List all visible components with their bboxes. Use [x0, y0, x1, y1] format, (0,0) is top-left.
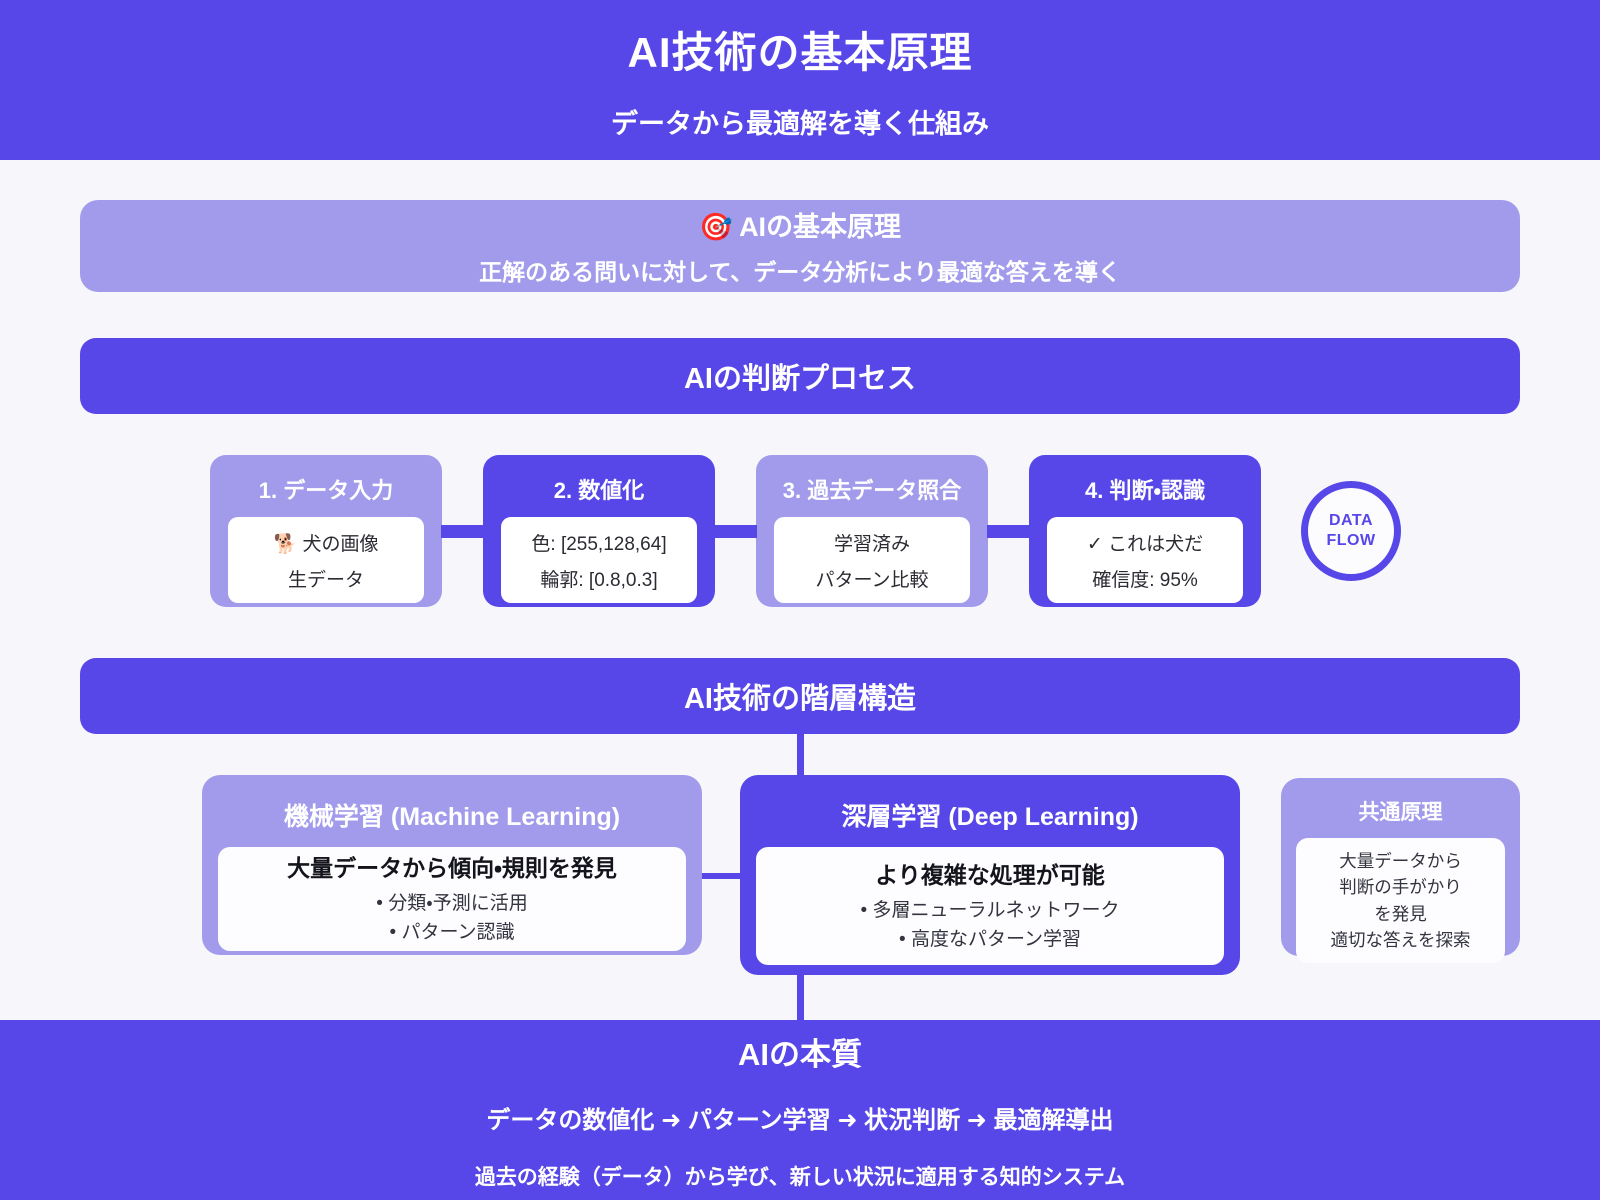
process-step-line: 生データ	[287, 569, 364, 591]
common-principle-box: 共通原理 大量データから 判断の手がかり を発見 適切な答えを探索	[1281, 778, 1520, 963]
principle-banner-title-text: AIの基本原理	[739, 212, 902, 242]
deep-learning-box: 深層学習 (Deep Learning) より複雑な処理が可能 多層ニューラルネ…	[740, 775, 1240, 975]
common-principle-line: 大量データから	[1339, 851, 1462, 871]
deep-learning-headline: より複雑な処理が可能	[875, 861, 1105, 888]
vertical-connector	[796, 974, 804, 1020]
common-principle-line: を発見	[1374, 903, 1427, 924]
target-icon: 🎯	[698, 212, 733, 242]
machine-learning-title: 機械学習 (Machine Learning)	[283, 803, 621, 831]
common-principle-card: 大量データから 判断の手がかり を発見 適切な答えを探索	[1296, 838, 1505, 963]
machine-learning-box: 機械学習 (Machine Learning) 大量データから傾向・規則を発見 …	[202, 775, 702, 955]
process-step-card: 🐕 犬の画像 生データ	[228, 517, 424, 603]
process-step-line: 確信度: 95%	[1092, 569, 1198, 591]
flow-connector	[441, 524, 484, 538]
process-step-title: 3. 過去データ照合	[782, 478, 962, 503]
ml-dl-connector	[702, 873, 740, 879]
machine-learning-bullet: パターン認識	[390, 918, 514, 947]
page-footer: AIの本質 データの数値化 ➜ パターン学習 ➜ 状況判断 ➜ 最適解導出 過去…	[0, 1020, 1600, 1200]
process-flow-row: 1. データ入力 🐕 犬の画像 生データ 2. 数値化 色: [255,128,…	[80, 455, 1520, 607]
process-step-title: 4. 判断・認識	[1085, 478, 1205, 503]
process-step-line: 色: [255,128,64]	[531, 533, 667, 555]
footer-title: AIの本質	[738, 1037, 862, 1072]
process-step-judgement: 4. 判断・認識 ✓ これは犬だ 確信度: 95%	[1029, 455, 1261, 607]
data-flow-badge: DATA FLOW	[1301, 481, 1401, 581]
machine-learning-bullet: 分類・予測に活用	[376, 889, 527, 918]
hierarchy-row: 機械学習 (Machine Learning) 大量データから傾向・規則を発見 …	[80, 775, 1520, 975]
process-step-numerize: 2. 数値化 色: [255,128,64] 輪郭: [0.8,0.3]	[483, 455, 715, 607]
process-step-card: 学習済み パターン比較	[774, 517, 970, 603]
common-principle-title: 共通原理	[1358, 801, 1443, 824]
machine-learning-card: 大量データから傾向・規則を発見 分類・予測に活用 パターン認識	[218, 847, 686, 951]
process-step-line: 🐕 犬の画像	[274, 529, 379, 556]
page-subtitle: データから最適解を導く仕組み	[611, 109, 989, 139]
machine-learning-headline: 大量データから傾向・規則を発見	[287, 854, 617, 881]
footer-flow-summary: データの数値化 ➜ パターン学習 ➜ 状況判断 ➜ 最適解導出	[486, 1107, 1114, 1134]
common-principle-line: 判断の手がかり	[1339, 877, 1462, 898]
principle-banner-title: 🎯 AIの基本原理	[699, 205, 901, 244]
process-step-line: ✓ これは犬だ	[1086, 533, 1204, 555]
process-step-title: 2. 数値化	[553, 478, 645, 503]
process-step-line-text: 犬の画像	[302, 533, 379, 555]
data-flow-badge-line: DATA	[1328, 512, 1374, 529]
deep-learning-bullet: 高度なパターン学習	[899, 925, 1081, 954]
section-header-process: AIの判断プロセス	[80, 338, 1520, 414]
principle-banner-description: 正解のある問いに対して、データ分析により最適な答えを導く	[479, 259, 1121, 285]
process-step-pattern-match: 3. 過去データ照合 学習済み パターン比較	[756, 455, 988, 607]
flow-connector	[714, 524, 757, 538]
process-step-line: 学習済み	[833, 533, 910, 555]
process-step-title: 1. データ入力	[258, 478, 394, 503]
common-principle-line: 適切な答えを探索	[1330, 929, 1471, 950]
flow-connector	[987, 524, 1030, 538]
vertical-connector	[796, 734, 804, 775]
process-step-card: ✓ これは犬だ 確信度: 95%	[1047, 517, 1243, 603]
footer-description: 過去の経験（データ）から学び、新しい状況に適用する知的システム	[474, 1166, 1126, 1189]
process-step-line: パターン比較	[815, 569, 929, 591]
deep-learning-title: 深層学習 (Deep Learning)	[841, 803, 1139, 831]
page-header: AI技術の基本原理 データから最適解を導く仕組み	[0, 0, 1600, 160]
data-flow-badge-line: FLOW	[1326, 532, 1376, 549]
deep-learning-bullet: 多層ニューラルネットワーク	[861, 896, 1119, 925]
page-title: AI技術の基本原理	[627, 29, 973, 76]
section-header-hierarchy: AI技術の階層構造	[80, 658, 1520, 734]
principle-banner: 🎯 AIの基本原理 正解のある問いに対して、データ分析により最適な答えを導く	[80, 200, 1520, 292]
process-step-card: 色: [255,128,64] 輪郭: [0.8,0.3]	[501, 517, 697, 603]
deep-learning-card: より複雑な処理が可能 多層ニューラルネットワーク 高度なパターン学習	[756, 847, 1224, 965]
process-step-data-input: 1. データ入力 🐕 犬の画像 生データ	[210, 455, 442, 607]
process-step-line: 輪郭: [0.8,0.3]	[540, 569, 658, 591]
dog-icon: 🐕	[273, 533, 298, 555]
